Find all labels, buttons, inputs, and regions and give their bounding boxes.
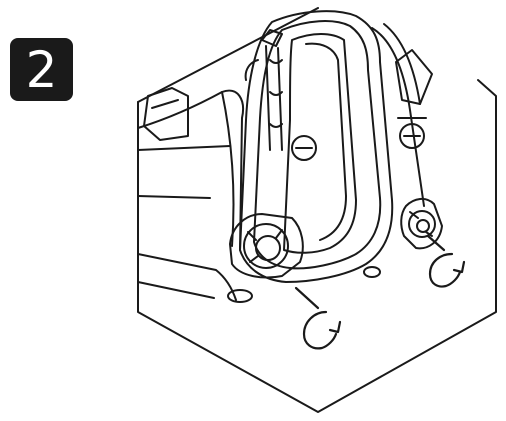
headset-shell: [137, 87, 244, 301]
hexagon-frame: [137, 7, 497, 413]
volume-knob-right: [400, 198, 443, 250]
rotation-arrow-left: [294, 286, 342, 350]
rotation-arrow-right: [426, 234, 466, 288]
ear-cushion: [239, 10, 425, 283]
headband-arm: [244, 29, 283, 151]
volume-knob-left: [229, 213, 304, 279]
hinge-screw-right: [395, 49, 433, 149]
step-number-badge: 2: [10, 38, 73, 101]
step-number: 2: [25, 40, 58, 99]
hinge-screw-left: [291, 135, 317, 161]
base-screw: [227, 266, 381, 303]
